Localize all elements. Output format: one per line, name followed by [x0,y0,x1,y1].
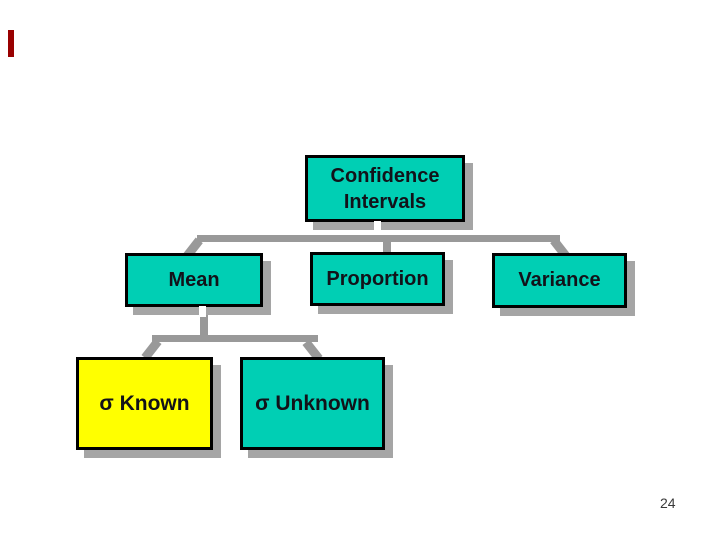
page-number: 24 [660,495,676,511]
node-mean: Mean [125,253,263,307]
node-proportion: Proportion [310,252,445,306]
connector-level2-vertical-line [200,315,208,339]
node-sigma-known-label: σ Known [99,391,190,415]
connector-root-stub [374,221,381,235]
node-mean-label: Mean [168,268,220,291]
accent-bar [8,30,14,57]
connector-level1-horizontal-line [197,235,560,242]
node-confidence-intervals-label-line1: Confidence [330,164,440,187]
node-sigma-known: σ Known [76,357,213,450]
node-confidence-intervals-label-line2: Intervals [343,190,427,213]
arrowhead-to-proportion [383,241,391,255]
node-proportion-label: Proportion [326,267,429,290]
node-variance: Variance [492,253,627,308]
node-variance-label: Variance [518,269,601,291]
node-confidence-intervals: Confidence Intervals [305,155,465,222]
node-sigma-unknown-label: σ Unknown [255,391,370,415]
node-sigma-unknown: σ Unknown [240,357,385,450]
connector-mean-stub [199,306,206,317]
connector-level2-horizontal-line [152,335,318,342]
